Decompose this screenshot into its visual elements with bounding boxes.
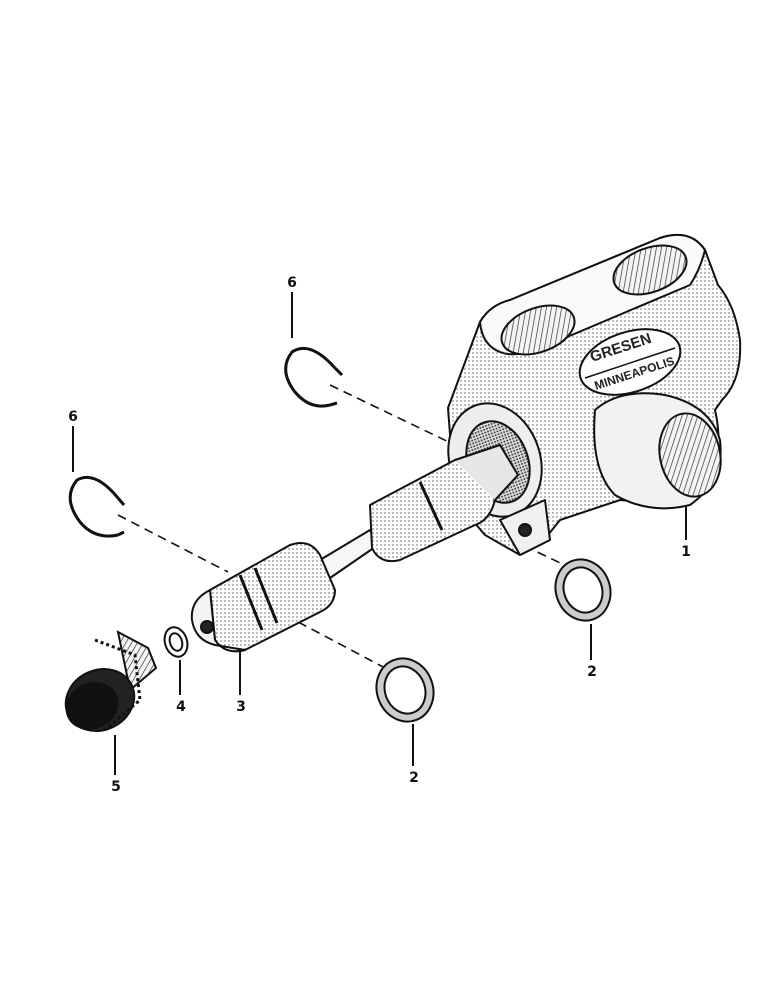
callout-5: 5	[111, 779, 121, 795]
callout-2-lower: 2	[409, 770, 419, 786]
guide-line-lower-ring	[117, 514, 229, 573]
callout-labels: 6 6 1 2 2 3 4 5	[68, 275, 691, 795]
callout-2-upper: 2	[587, 664, 597, 680]
guide-line-upper-ring	[329, 384, 456, 446]
spool	[190, 444, 519, 653]
knob	[64, 630, 158, 732]
callout-4: 4	[176, 699, 186, 715]
callout-6-upper: 6	[287, 275, 297, 291]
snap-ring-upper	[284, 347, 344, 408]
o-ring-upper	[554, 558, 612, 622]
snap-ring-lower	[68, 475, 126, 538]
washer	[163, 626, 189, 658]
callout-3: 3	[236, 699, 246, 715]
leader-lines	[72, 292, 687, 775]
callout-6-lower: 6	[68, 409, 78, 425]
guide-line-lower-seal	[284, 614, 386, 669]
o-ring-lower	[375, 657, 435, 723]
callout-1: 1	[681, 544, 691, 560]
